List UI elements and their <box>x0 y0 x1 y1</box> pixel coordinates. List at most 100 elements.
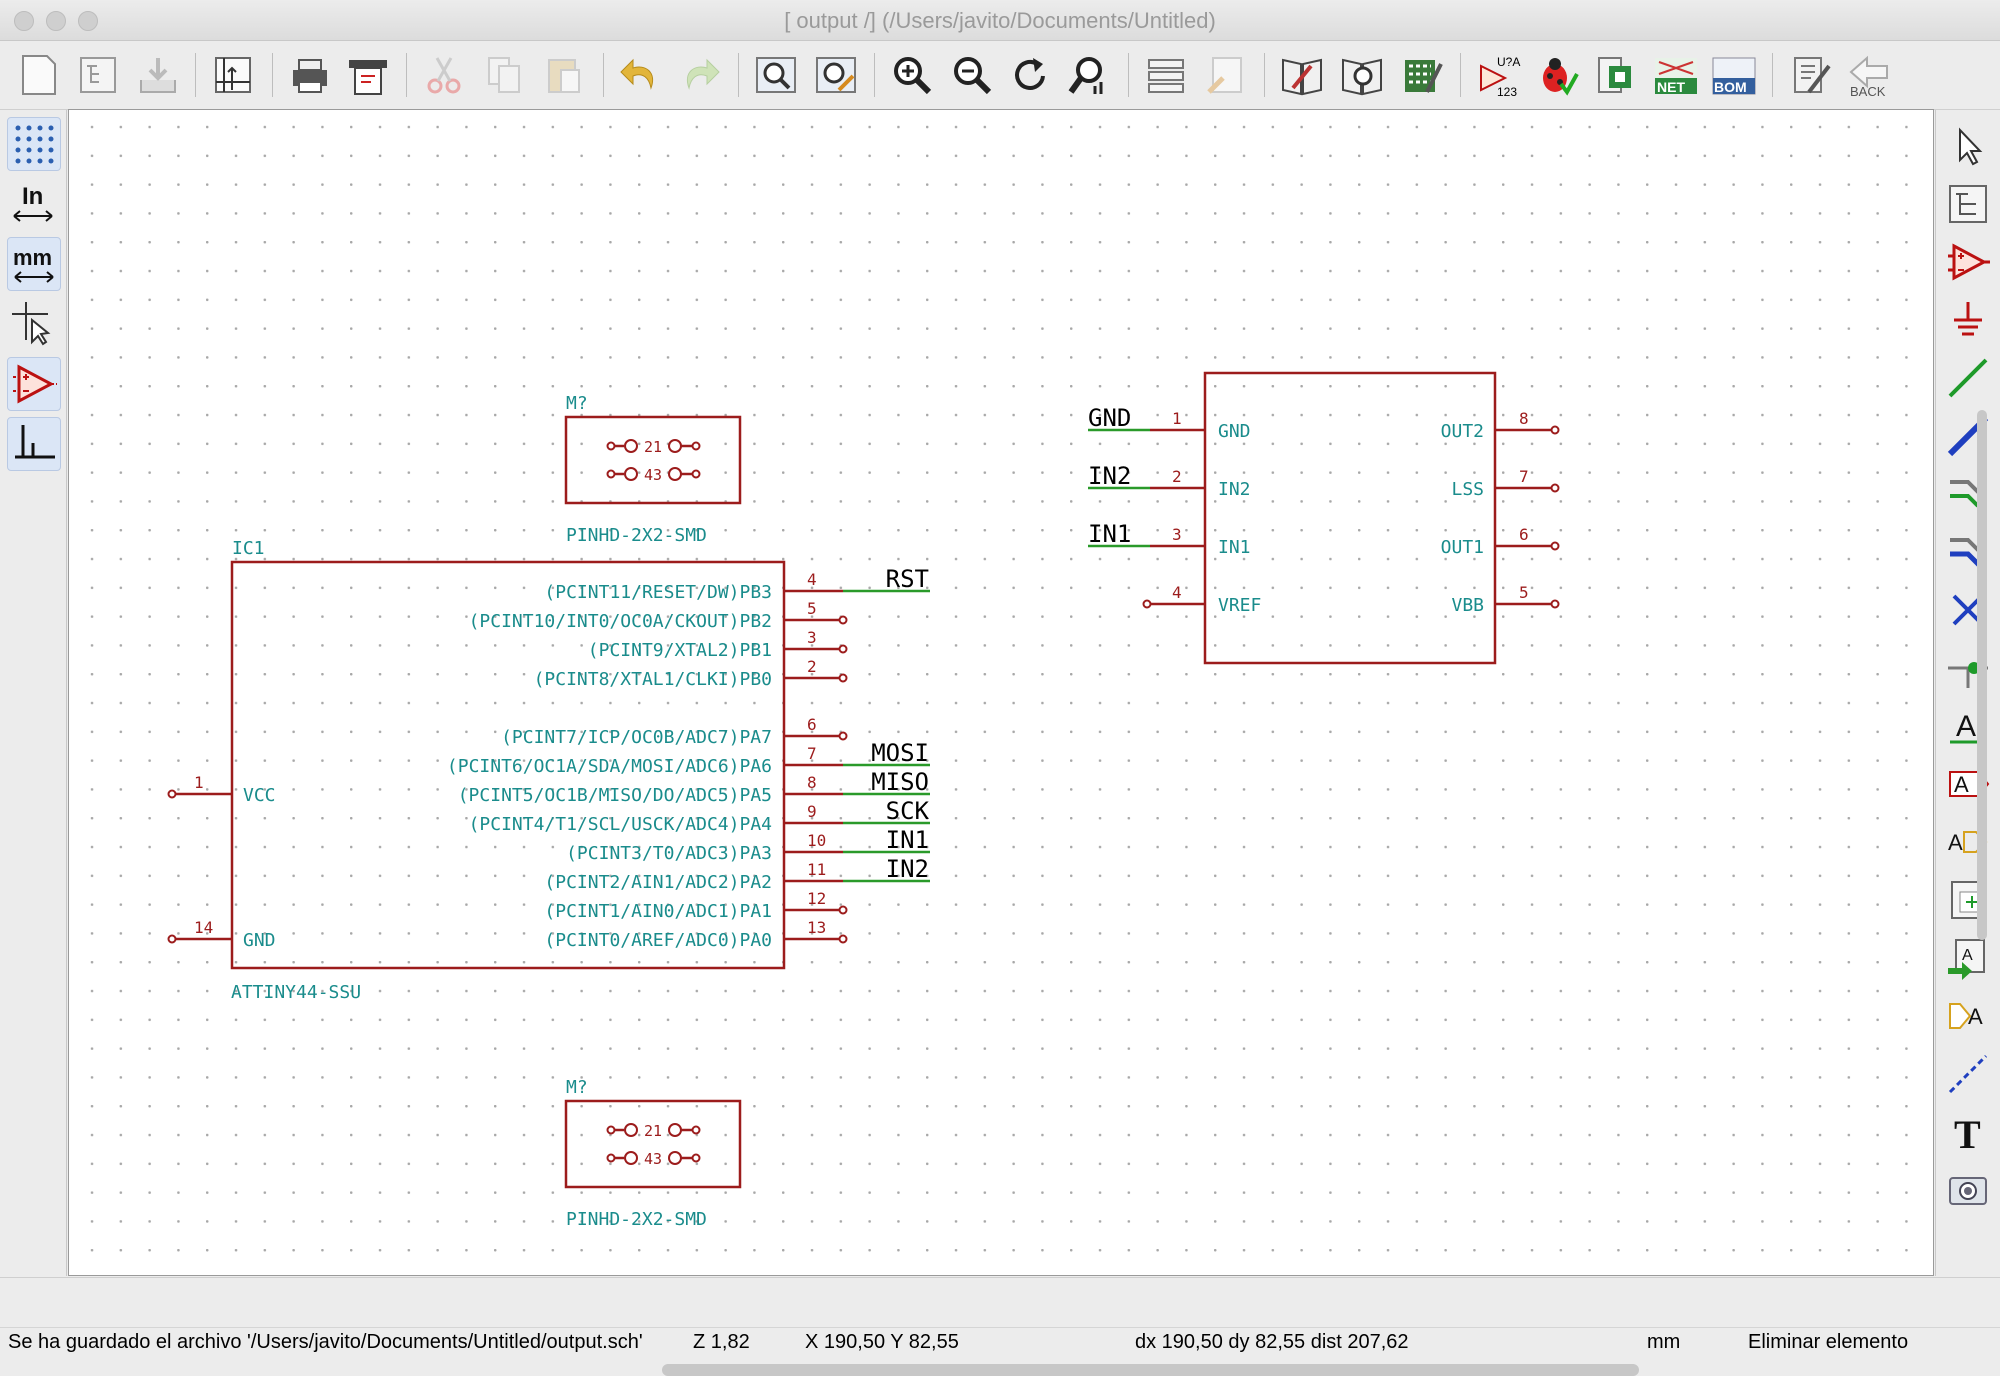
plot-icon[interactable] <box>340 47 396 103</box>
driver-pin-name: GND <box>1218 421 1251 442</box>
close-window-button[interactable] <box>14 11 34 31</box>
save-icon[interactable] <box>130 47 186 103</box>
new-sheet-icon[interactable] <box>10 47 66 103</box>
hierarchical-pin-icon[interactable]: A <box>1942 990 1994 1042</box>
select-arrow-icon[interactable] <box>1942 120 1994 172</box>
connector-pad <box>624 1123 638 1137</box>
library-editor-icon[interactable] <box>1274 47 1330 103</box>
ic1-pin-name: (PCINT2/AIN1/ADC2)PA2 <box>544 872 772 893</box>
place-power-icon[interactable] <box>1942 294 1994 346</box>
orthogonal-wires-icon[interactable] <box>7 417 61 471</box>
paste-icon[interactable] <box>536 47 592 103</box>
svg-text:BOM: BOM <box>1714 79 1747 95</box>
net-label: SCK <box>886 797 930 825</box>
units-mm-icon[interactable]: mm <box>7 237 61 291</box>
vertical-scrollbar[interactable] <box>1977 410 1987 940</box>
place-wire-icon[interactable] <box>1942 352 1994 404</box>
text-icon[interactable]: T <box>1942 1106 1994 1158</box>
ic1-pin-name: (PCINT5/OC1B/MISO/DO/ADC5)PA5 <box>458 785 772 806</box>
connector-pin-numbers: 43 <box>644 466 662 484</box>
footprint-assign-icon[interactable] <box>1394 47 1450 103</box>
ic1-pin-number: 14 <box>194 918 213 937</box>
connector-pin-endpoint <box>606 1125 616 1135</box>
minimize-window-button[interactable] <box>46 11 66 31</box>
svg-text:BACK: BACK <box>1850 84 1886 98</box>
back-annotate-icon[interactable]: BACK <box>1842 47 1898 103</box>
zoom-fit-icon[interactable] <box>1060 47 1116 103</box>
erc-icon[interactable] <box>1528 47 1584 103</box>
cursor-shape-icon[interactable] <box>7 297 59 349</box>
ic1-pin-number: 12 <box>807 889 826 908</box>
find-icon[interactable] <box>748 47 804 103</box>
graphic-line-icon[interactable] <box>1942 1048 1994 1100</box>
page-settings-icon[interactable] <box>205 47 261 103</box>
ic1-pin-name: (PCINT10/INT0/OC0A/CKOUT)PB2 <box>469 611 772 632</box>
svg-text:mm: mm <box>13 245 52 270</box>
hidden-pins-icon[interactable] <box>7 357 61 411</box>
svg-text:A: A <box>1962 947 1973 964</box>
ic1-pin-number: 1 <box>194 773 204 792</box>
ic1-pin-name: (PCINT11/RESET/DW)PB3 <box>544 582 772 603</box>
hierarchy-sheet-nav-icon[interactable] <box>1942 178 1994 230</box>
redo-icon[interactable] <box>672 47 728 103</box>
net-label: GND <box>1088 404 1131 432</box>
bom-button[interactable]: BOM <box>1706 47 1762 103</box>
undo-icon[interactable] <box>612 47 668 103</box>
cut-icon[interactable] <box>416 47 472 103</box>
netlist-button[interactable] <box>1588 47 1644 103</box>
ic1-pin-endpoint <box>167 934 177 944</box>
driver-pin-name: IN2 <box>1218 479 1251 500</box>
driver-pin-endpoint <box>1550 541 1560 551</box>
pcbnew-icon[interactable] <box>1784 47 1840 103</box>
status-bar: Se ha guardado el archivo '/Users/javito… <box>0 1327 2000 1359</box>
zoom-in-icon[interactable] <box>884 47 940 103</box>
ic1-pin-name: (PCINT9/XTAL2)PB1 <box>588 640 772 661</box>
ic1-pin-name: (PCINT0/AREF/ADC0)PA0 <box>544 930 772 951</box>
copy-icon[interactable] <box>476 47 532 103</box>
svg-text:T: T <box>1954 1112 1981 1154</box>
svg-text:NET: NET <box>1657 79 1685 95</box>
net-label: IN2 <box>1088 462 1131 490</box>
grid-icon[interactable] <box>7 117 61 171</box>
driver-pin-number: 5 <box>1519 583 1529 602</box>
hierarchy-icon[interactable] <box>1138 47 1194 103</box>
connector-pin-endpoint <box>691 1153 701 1163</box>
connector-pad <box>668 1123 682 1137</box>
find-replace-icon[interactable] <box>808 47 864 103</box>
horizontal-scrollbar[interactable] <box>662 1364 1639 1376</box>
net-label: MOSI <box>871 739 929 767</box>
redraw-icon[interactable] <box>1002 47 1058 103</box>
ic1-pin-name: (PCINT7/ICP/OC0B/ADC7)PA7 <box>501 727 772 748</box>
ic1-pin-number: 11 <box>807 860 826 879</box>
driver-pin-number: 1 <box>1172 409 1182 428</box>
bom-icon[interactable]: NET <box>1648 47 1704 103</box>
hierarchy-navigator-icon[interactable] <box>70 47 126 103</box>
zoom-out-icon[interactable] <box>944 47 1000 103</box>
print-icon[interactable] <box>282 47 338 103</box>
ic1-pin-endpoint <box>838 731 848 741</box>
image-icon[interactable] <box>1942 1164 1994 1216</box>
connector-pin-endpoint <box>606 1153 616 1163</box>
ic1-pin-number: 8 <box>807 773 817 792</box>
ic1-pin-name: (PCINT3/T0/ADC3)PA3 <box>566 843 772 864</box>
zoom-window-button[interactable] <box>78 11 98 31</box>
svg-text:A: A <box>1948 830 1963 855</box>
left-options-toolbar: In mm <box>0 110 67 1276</box>
connector-value: PINHD-2X2-SMD <box>566 1209 707 1230</box>
ic1-pin-endpoint <box>838 615 848 625</box>
library-browser-icon[interactable] <box>1334 47 1390 103</box>
connector-pin-endpoint <box>691 469 701 479</box>
driver-pin-name: OUT2 <box>1441 421 1484 442</box>
units-inch-icon[interactable]: In <box>7 177 59 229</box>
status-message: Se ha guardado el archivo '/Users/javito… <box>8 1331 643 1353</box>
driver-pin-name: VREF <box>1218 595 1261 616</box>
leave-sheet-icon[interactable] <box>1198 47 1254 103</box>
svg-text:In: In <box>22 183 43 210</box>
message-panel <box>0 1277 2000 1328</box>
import-sheet-pin-icon[interactable]: A <box>1942 932 1994 984</box>
ic1-pin-number: 7 <box>807 744 817 763</box>
place-component-icon[interactable] <box>1942 236 1994 288</box>
